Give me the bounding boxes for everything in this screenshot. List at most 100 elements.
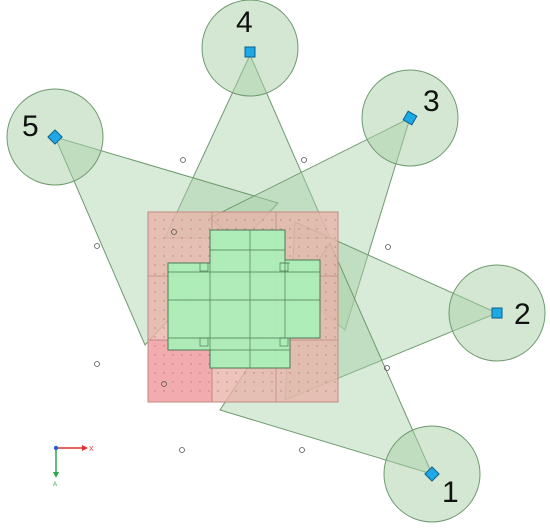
sheet-dot — [163, 300, 165, 302]
sheet-dot — [163, 354, 165, 356]
sheet-dot — [271, 372, 273, 374]
sheet-dot — [334, 354, 336, 356]
tool-station-square-icon[interactable] — [491, 307, 503, 319]
sheet-dot — [289, 372, 291, 374]
sheet-dot — [226, 381, 228, 383]
sheet-dot — [316, 363, 318, 365]
sheet-dot — [163, 390, 165, 392]
part-tab — [199, 262, 209, 272]
sheet-dot — [154, 291, 156, 293]
sheet-dot — [316, 255, 318, 257]
sheet-dot — [334, 273, 336, 275]
y-axis-arrowhead-icon — [53, 472, 59, 478]
sheet-dot — [154, 354, 156, 356]
sheet-dot — [289, 219, 291, 221]
sheet-dot — [217, 228, 219, 230]
tool-station-square-icon[interactable] — [424, 466, 440, 482]
sheet-dot — [271, 219, 273, 221]
reference-marker-icon — [180, 157, 186, 163]
sheet-dot — [190, 354, 192, 356]
sheet-dot — [163, 345, 165, 347]
sheet-dot — [325, 228, 327, 230]
sheet-dot — [289, 381, 291, 383]
sheet-dot — [298, 390, 300, 392]
reference-marker-icon — [179, 447, 185, 453]
sheet-dot — [325, 354, 327, 356]
reference-marker-icon — [301, 157, 307, 163]
sheet-dot — [226, 219, 228, 221]
sheet-dot — [154, 381, 156, 383]
sheet-dot — [244, 390, 246, 392]
sheet-dot — [208, 255, 210, 257]
sheet-dot — [244, 381, 246, 383]
sheet-dot — [190, 372, 192, 374]
sheet-dot — [163, 318, 165, 320]
sheet-dot — [289, 246, 291, 248]
tool-station-square-icon[interactable] — [47, 129, 63, 145]
sheet-dot — [298, 219, 300, 221]
sheet-dot — [172, 219, 174, 221]
sheet-dot — [325, 282, 327, 284]
sheet-dot — [334, 318, 336, 320]
reference-marker-icon — [94, 243, 100, 249]
sheet-dot — [154, 363, 156, 365]
sheet-dot — [199, 390, 201, 392]
sheet-dot — [253, 381, 255, 383]
sheet-dot — [208, 246, 210, 248]
sheet-dot — [307, 246, 309, 248]
sheet-dot — [181, 219, 183, 221]
sheet-dot — [334, 345, 336, 347]
sheet-dot — [154, 300, 156, 302]
sheet-dot — [163, 255, 165, 257]
station-number-5: 5 — [22, 110, 39, 143]
sheet-dot — [181, 390, 183, 392]
sheet-dot — [298, 372, 300, 374]
sheet-dot — [181, 255, 183, 257]
sheet-dot — [307, 390, 309, 392]
sheet-dot — [172, 246, 174, 248]
sheet-dot — [172, 372, 174, 374]
sheet-dot — [181, 237, 183, 239]
sheet-dot — [217, 390, 219, 392]
sheet-dot — [172, 255, 174, 257]
tool-station-square-icon[interactable] — [402, 110, 418, 126]
sheet-dot — [271, 390, 273, 392]
sheet-dot — [235, 219, 237, 221]
part-fold-lines — [168, 230, 320, 368]
station-number-2: 2 — [514, 298, 531, 331]
sheet-dot — [163, 336, 165, 338]
sheet-dot — [226, 228, 228, 230]
sheet-dot — [163, 282, 165, 284]
part-tab — [279, 337, 289, 347]
sheet-dot — [280, 381, 282, 383]
sheet-dot — [271, 381, 273, 383]
sheet-dot — [298, 363, 300, 365]
reference-marker-icon — [299, 447, 305, 453]
sheet-dot — [163, 219, 165, 221]
sheet-dot — [334, 390, 336, 392]
sheet-dot — [199, 246, 201, 248]
sheet-dot — [163, 264, 165, 266]
sheet-dot — [289, 390, 291, 392]
y-axis-label: A — [53, 482, 57, 488]
sheet-dot — [262, 228, 264, 230]
sheet-dot — [316, 372, 318, 374]
sheet-dot — [325, 264, 327, 266]
sheet-dot — [190, 381, 192, 383]
sheet-dot — [289, 255, 291, 257]
sheet-dot — [334, 309, 336, 311]
sheet-dot — [163, 273, 165, 275]
sheet-dot — [325, 381, 327, 383]
part-tab — [199, 337, 209, 347]
sheet-dot — [154, 237, 156, 239]
part-box-flat[interactable] — [167, 229, 321, 369]
sheet-dot — [307, 363, 309, 365]
sheet-dot — [154, 309, 156, 311]
tool-station-square-icon[interactable] — [244, 46, 256, 58]
sheet-dot — [298, 246, 300, 248]
reference-marker-icon — [384, 365, 390, 371]
sheet-dot — [208, 390, 210, 392]
sheet-dot — [271, 228, 273, 230]
sheet-dot — [316, 354, 318, 356]
reference-marker-icon — [171, 229, 177, 235]
